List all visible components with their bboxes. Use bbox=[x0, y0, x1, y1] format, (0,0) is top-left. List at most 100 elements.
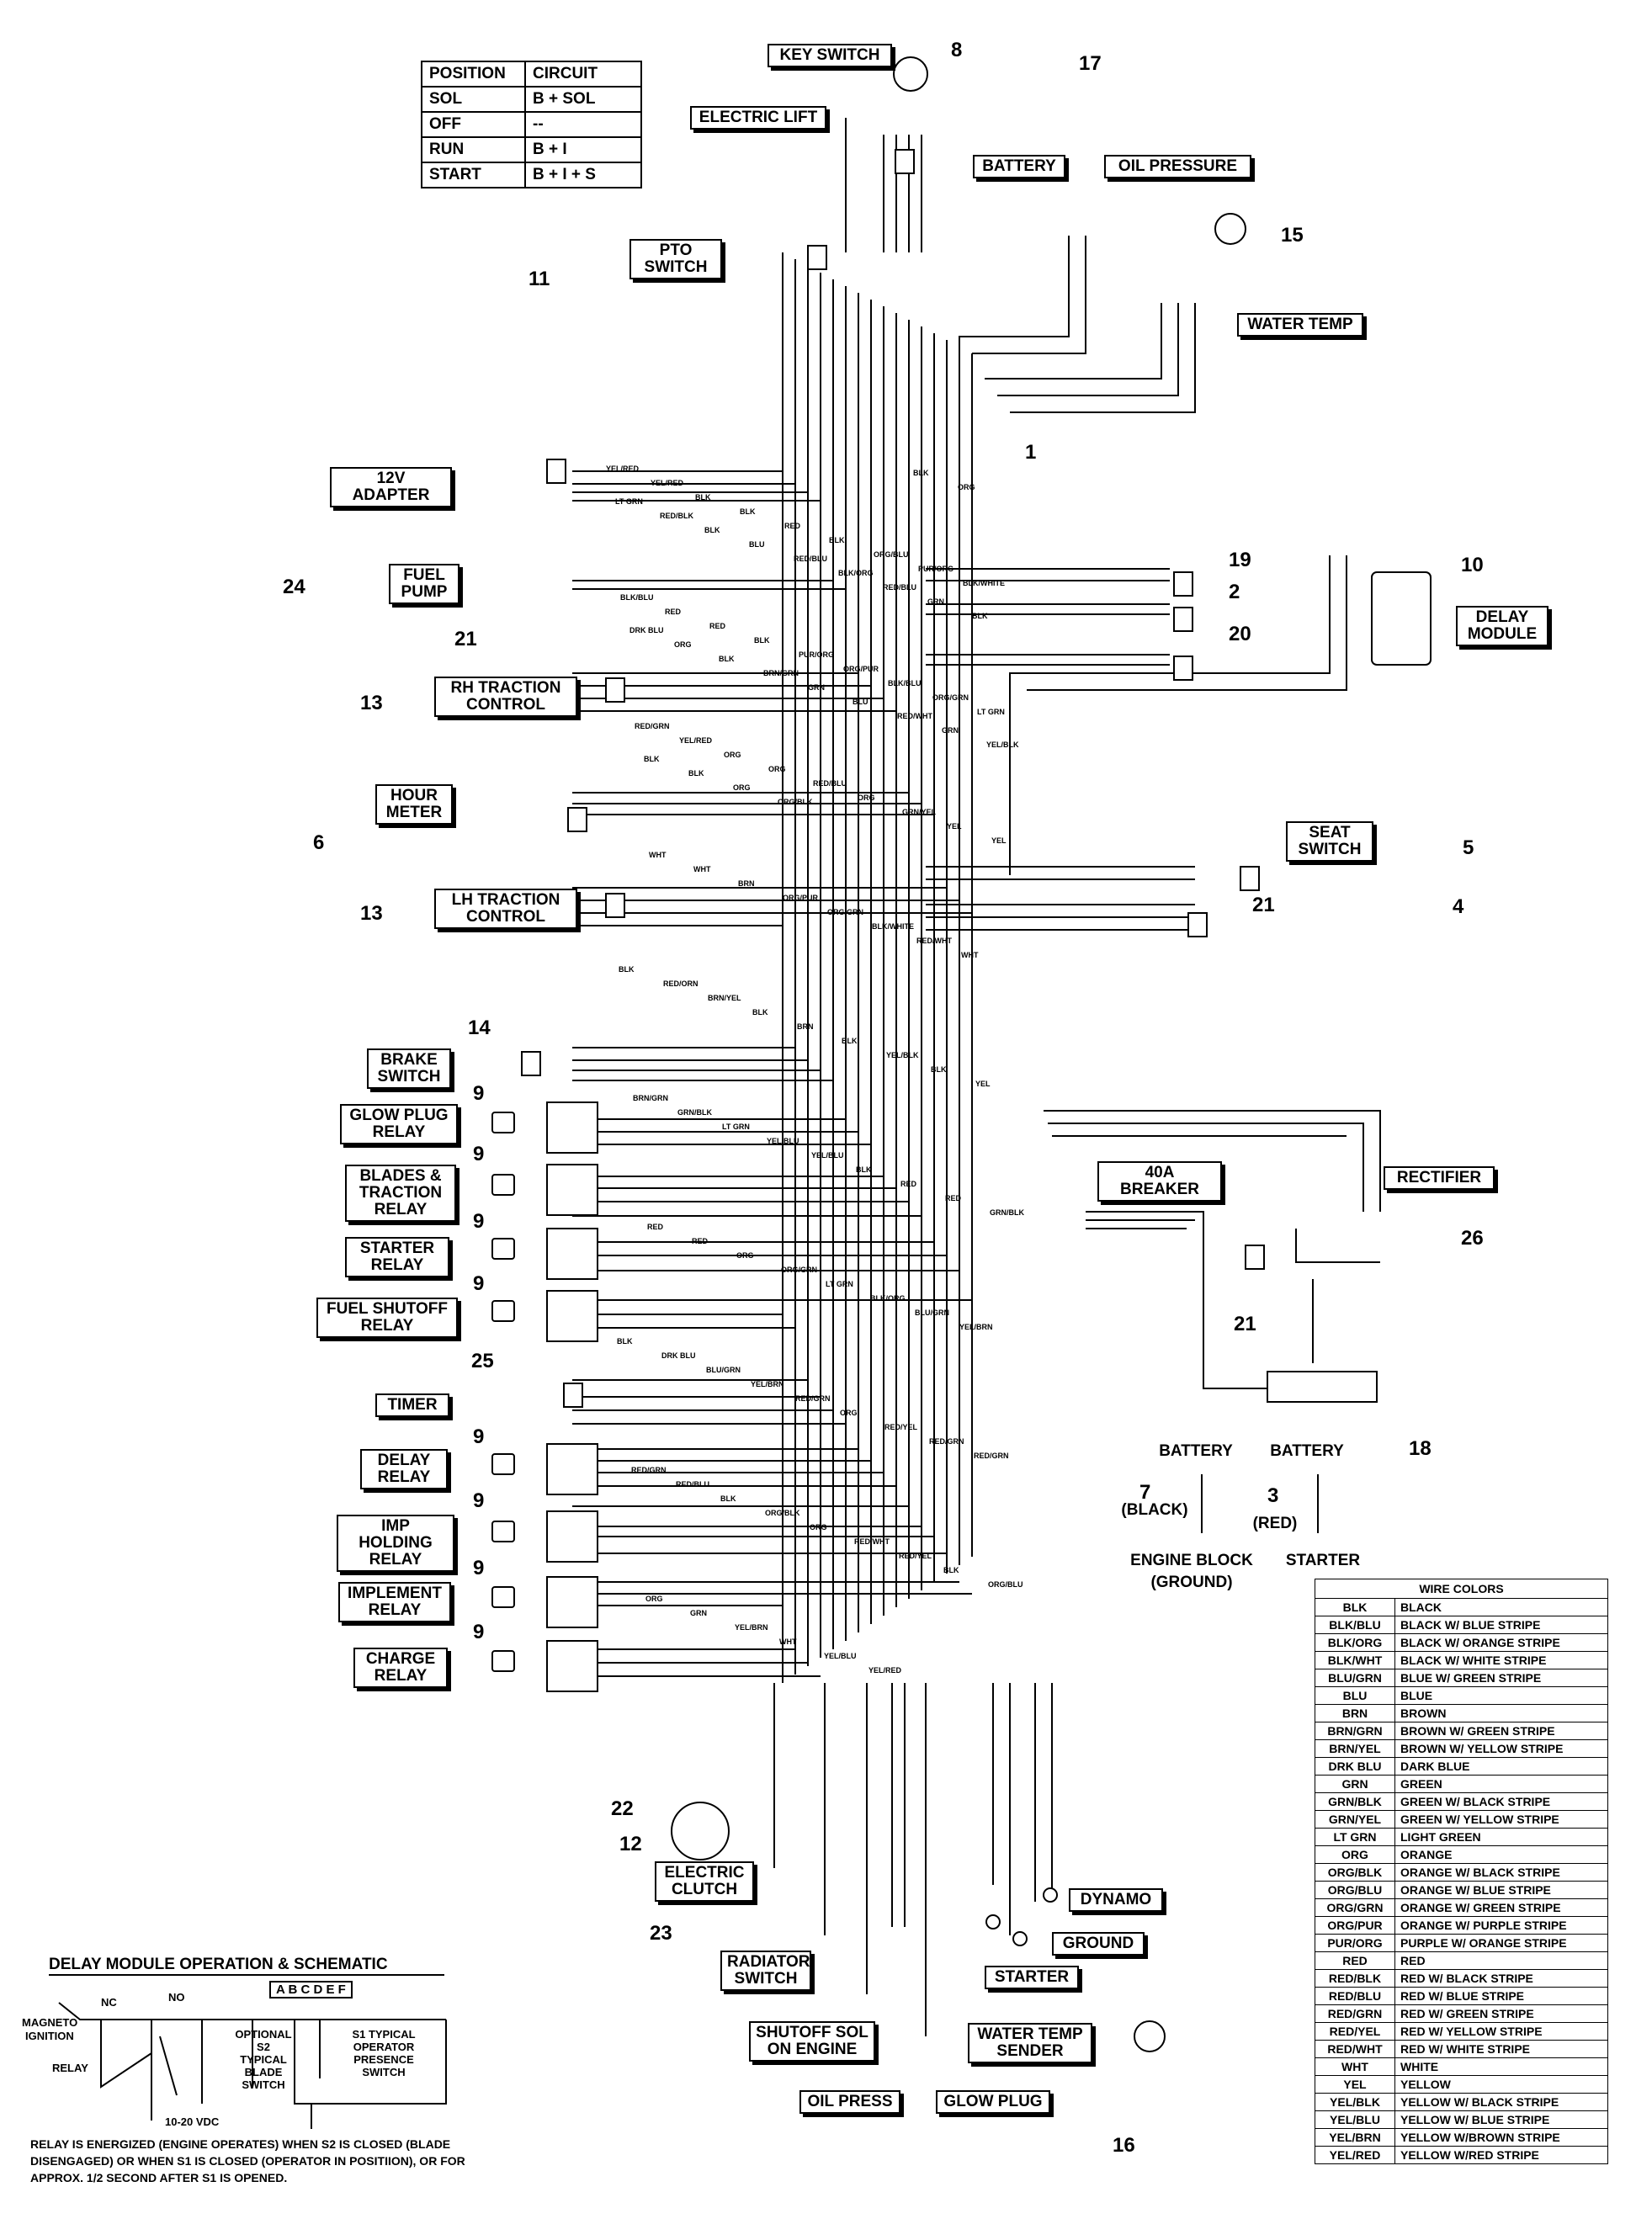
wire-label: YEL/BLU bbox=[767, 1137, 799, 1145]
circuit-cell: B + I + S bbox=[524, 162, 642, 188]
wire-label: LT GRN bbox=[722, 1123, 750, 1131]
relay-icon bbox=[491, 1521, 515, 1542]
wire-label: ORG bbox=[724, 751, 741, 759]
glow-plug-label: GLOW PLUG bbox=[936, 2090, 1050, 2114]
relay-socket bbox=[546, 1228, 598, 1280]
wire-colors-title: WIRE COLORS bbox=[1315, 1579, 1608, 1599]
wire-label: GRN/BLK bbox=[677, 1108, 712, 1117]
relay-icon bbox=[491, 1586, 515, 1608]
relay-socket bbox=[546, 1576, 598, 1628]
wire-label: ORG/PUR bbox=[783, 894, 819, 902]
callout-19: 19 bbox=[1229, 549, 1251, 571]
wire-color-code: BRN bbox=[1315, 1704, 1395, 1722]
position-cell: POSITION bbox=[421, 61, 526, 88]
schematic-note: RELAY IS ENERGIZED (ENGINE OPERATES) WHE… bbox=[30, 2137, 465, 2184]
wire-label: RED/GRN bbox=[929, 1437, 964, 1446]
battery-black-label: BATTERY bbox=[1159, 1442, 1233, 1460]
wire-label: BRN/GRN bbox=[633, 1094, 668, 1102]
callout-16: 16 bbox=[1113, 2134, 1135, 2157]
callout-15: 15 bbox=[1281, 224, 1304, 247]
wire-label: YEL/BLK bbox=[986, 740, 1019, 749]
key-switch-icon bbox=[893, 56, 928, 92]
wire-label: BLU/GRN bbox=[915, 1308, 949, 1317]
wire-color-description: BLUE W/ GREEN STRIPE bbox=[1394, 1669, 1608, 1687]
connector bbox=[1173, 656, 1193, 681]
callout-13-lh: 13 bbox=[360, 902, 383, 925]
callout-21-rect: 21 bbox=[1234, 1313, 1256, 1335]
wire-label: RED bbox=[709, 622, 726, 630]
wire-color-code: RED/YEL bbox=[1315, 2022, 1395, 2041]
wire-labels: YEL/REDYEL/REDBLKBLKREDBLKORG/BLUPUR/ORG… bbox=[606, 464, 1024, 1675]
wire-color-description: ORANGE W/ GREEN STRIPE bbox=[1394, 1898, 1608, 1917]
wire-label: RED/BLU bbox=[676, 1480, 709, 1489]
wire-label: YEL bbox=[991, 836, 1007, 845]
wire-label: YEL bbox=[975, 1080, 991, 1088]
wire-label: YEL/BRN bbox=[959, 1323, 993, 1331]
wire-label: BLK bbox=[752, 1008, 768, 1016]
wire-label: PUR/ORG bbox=[918, 565, 953, 573]
wire-label: RED/WHT bbox=[916, 937, 952, 945]
device-symbols bbox=[491, 56, 1432, 2052]
water-temp-label: WATER TEMP bbox=[1237, 313, 1363, 337]
wire-color-description: BLUE bbox=[1394, 1686, 1608, 1705]
circuit-cell: B + I bbox=[524, 136, 642, 163]
wire-label: RED/BLU bbox=[883, 583, 916, 592]
wire-color-code: BLU/GRN bbox=[1315, 1669, 1395, 1687]
key-switch-wires bbox=[883, 135, 922, 252]
wire-color-description: BROWN bbox=[1394, 1704, 1608, 1722]
wire-label: GRN bbox=[808, 683, 825, 692]
wire-color-code: RED/BLK bbox=[1315, 1969, 1395, 1988]
wire-color-code: PUR/ORG bbox=[1315, 1934, 1395, 1952]
ground-label: GROUND bbox=[1052, 1932, 1145, 1956]
circuit-cell: -- bbox=[524, 111, 642, 138]
wire-label: RED/GRN bbox=[795, 1394, 831, 1403]
wire-label: ORG bbox=[858, 794, 875, 802]
wire-color-code: ORG/PUR bbox=[1315, 1916, 1395, 1935]
oil-pressure-label: OIL PRESSURE bbox=[1104, 155, 1251, 178]
wire-label: BLK bbox=[842, 1037, 858, 1045]
wire-label: YEL/RED bbox=[679, 736, 713, 745]
wire-label: BRN/GRN bbox=[763, 669, 799, 677]
wire-label: BLK/ORG bbox=[870, 1294, 906, 1303]
schematic-lines bbox=[58, 2002, 447, 2129]
wire-label: YEL bbox=[947, 822, 962, 831]
rectifier-label: RECTIFIER bbox=[1384, 1166, 1495, 1190]
terminal-block bbox=[1267, 1371, 1378, 1403]
wire-label: BLU/GRN bbox=[706, 1366, 741, 1374]
wire-color-code: YEL/RED bbox=[1315, 2146, 1395, 2164]
callout-25: 25 bbox=[471, 1350, 494, 1372]
wire-label: BLK bbox=[740, 507, 756, 516]
wire-label: BLK bbox=[754, 636, 770, 645]
wire-label: RED/BLU bbox=[794, 555, 827, 563]
wire-label: YEL/BRN bbox=[735, 1623, 768, 1632]
wire-label: BLK bbox=[719, 655, 735, 663]
wire-label: ORG bbox=[736, 1251, 754, 1260]
wire-label: BLK bbox=[943, 1566, 959, 1574]
wire-label: RED bbox=[784, 522, 801, 530]
wire-label: RED/ORN bbox=[663, 979, 699, 988]
connector bbox=[521, 1051, 541, 1076]
wire-label: ORG/PUR bbox=[843, 665, 879, 673]
wire-label: RED/WHT bbox=[897, 712, 932, 720]
callout-26: 26 bbox=[1461, 1227, 1484, 1250]
wire-color-description: ORANGE bbox=[1394, 1845, 1608, 1864]
callout-12: 12 bbox=[619, 1833, 642, 1855]
wire-color-code: BLK/WHT bbox=[1315, 1651, 1395, 1669]
harness-trunk bbox=[58, 118, 1381, 2129]
